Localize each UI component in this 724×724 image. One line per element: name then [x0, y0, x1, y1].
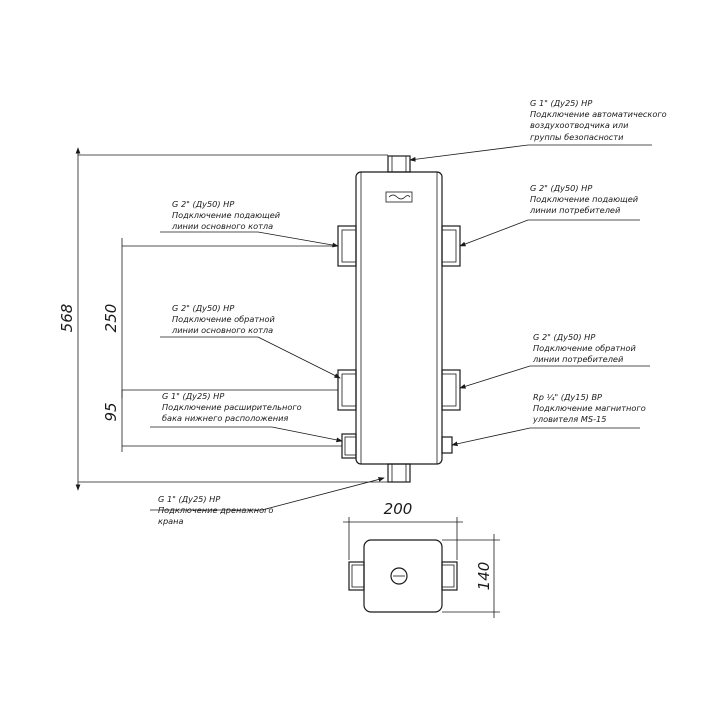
dimension-250-label: 250	[102, 304, 120, 333]
drain-nipple	[387, 463, 411, 483]
drain-line2: Подключение дренажного	[158, 505, 273, 515]
magnetic-trap-line1: Rp ¼" (Ду15) ВР	[533, 392, 602, 402]
boiler-supply-line3: линии основного котла	[171, 221, 273, 231]
consumer-supply-line1: G 2" (Ду50) НР	[530, 183, 592, 193]
expansion-tank-line1: G 1" (Ду25) НР	[162, 391, 224, 401]
callout-boiler-return: G 2" (Ду50) НР Подключение обратной лини…	[160, 303, 341, 379]
logo-plate	[385, 191, 413, 203]
callout-magnetic-trap: Rp ¼" (Ду15) ВР Подключение магнитного у…	[451, 392, 646, 447]
magnetic-trap-line2: Подключение магнитного	[533, 403, 646, 413]
expansion-tank-line3: бака нижнего расположения	[162, 413, 288, 423]
nozzle-consumer-return	[441, 369, 461, 411]
consumer-return-line3: линии потребителей	[532, 354, 624, 364]
dimension-200-label: 200	[384, 500, 413, 518]
callout-boiler-supply: G 2" (Ду50) НР Подключение подающей лини…	[160, 199, 339, 248]
boiler-supply-line2: Подключение подающей	[172, 210, 281, 220]
callout-consumer-supply: G 2" (Ду50) НР Подключение подающей лини…	[459, 183, 640, 247]
nozzle-boiler-supply	[337, 225, 357, 267]
separator-body	[355, 171, 443, 465]
magnetic-trap-line3: уловителя MS-15	[532, 414, 606, 424]
nozzle-boiler-return	[337, 369, 357, 411]
nozzle-expansion-tank	[341, 433, 357, 459]
top-vent-line1: G 1" (Ду25) НР	[530, 98, 592, 108]
boiler-return-line3: линии основного котла	[171, 325, 273, 335]
top-vent-line3: воздухоотводчика или	[530, 120, 629, 130]
dimension-568: 568	[58, 304, 76, 333]
consumer-return-line1: G 2" (Ду50) НР	[533, 332, 595, 342]
dimension-overall-height: 568	[58, 147, 388, 491]
drain-line3: крана	[158, 516, 184, 526]
dimension-200: 200	[343, 500, 463, 560]
dimension-95: 95	[102, 390, 342, 452]
top-view	[348, 539, 458, 613]
boiler-return-line1: G 2" (Ду50) НР	[172, 303, 234, 313]
boiler-return-line2: Подключение обратной	[172, 314, 275, 324]
callout-expansion-tank: G 1" (Ду25) НР Подключение расширительно…	[150, 391, 343, 443]
top-vent-line4: группы безопасности	[530, 132, 624, 142]
callout-consumer-return: G 2" (Ду50) НР Подключение обратной лини…	[459, 332, 650, 389]
top-vent-nipple	[387, 155, 411, 173]
dimension-140: 140	[442, 534, 500, 618]
callout-top-vent: G 1" (Ду25) НР Подключение автоматическо…	[409, 98, 667, 162]
dimension-140-label: 140	[475, 562, 493, 591]
expansion-tank-line2: Подключение расширительного	[162, 402, 302, 412]
top-vent-line2: Подключение автоматического	[530, 109, 667, 119]
consumer-supply-line2: Подключение подающей	[530, 194, 639, 204]
dimension-95-label: 95	[102, 402, 120, 421]
boiler-supply-line1: G 2" (Ду50) НР	[172, 199, 234, 209]
drain-line1: G 1" (Ду25) НР	[158, 494, 220, 504]
nozzle-magnetic-trap	[441, 436, 453, 454]
consumer-supply-line3: линии потребителей	[529, 205, 621, 215]
dimension-250: 250	[102, 238, 338, 398]
consumer-return-line2: Подключение обратной	[533, 343, 636, 353]
callout-drain: G 1" (Ду25) НР Подключение дренажного кр…	[150, 477, 385, 526]
nozzle-consumer-supply	[441, 225, 461, 267]
